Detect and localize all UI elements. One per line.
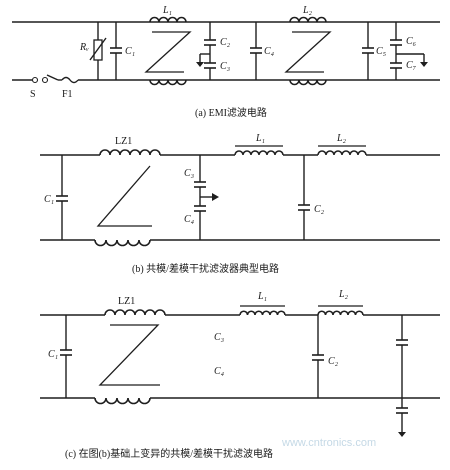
a-label-c2: C₂ — [220, 37, 231, 48]
b-caption: (b) 共模/差模干扰滤波器典型电路 — [132, 262, 279, 275]
a-ground-icon-2 — [420, 62, 428, 67]
a-varistor-slash — [89, 37, 107, 61]
a-label-c7: C₇ — [406, 60, 417, 71]
a-label-c5: C₅ — [376, 46, 387, 57]
c-lz1-core — [98, 324, 160, 386]
a-l1-core — [144, 31, 192, 73]
c-lz1-bottom-winding — [94, 397, 151, 405]
c-label-l1: L₁ — [257, 291, 267, 302]
b-label-c4: C₄ — [184, 214, 195, 225]
a-label-l1: L₁ — [162, 5, 172, 16]
a-label-rv: Rᵥ — [79, 42, 89, 53]
c-label-c1: C₁ — [48, 349, 58, 360]
a-switch-blade — [46, 74, 59, 81]
b-lz1-top-winding — [99, 149, 161, 156]
b-l2-winding — [317, 150, 367, 156]
b-ground-arrow-icon — [212, 193, 219, 201]
c-label-c2: C₂ — [328, 356, 339, 367]
a-label-c6: C₆ — [406, 36, 417, 47]
b-label-c3: C₃ — [184, 168, 195, 179]
a-label-c3: C₃ — [220, 61, 231, 72]
panel-b-cm-dm-filter: LZ1 L₁ L₂ C₁ C₃ C₄ C₂ (b) 共模/差模干扰滤波器典型电路 — [40, 133, 440, 275]
panel-c-variant-filter: LZ1 L₁ L₂ C₁ C₃ C₄ C₂ (c) 在图(b)基础上变异的共模/… — [40, 289, 440, 460]
a-l1-bottom-winding — [149, 79, 187, 86]
b-label-l1: L₁ — [255, 133, 265, 144]
c-ground-icon — [398, 432, 406, 437]
b-label-lz1: LZ1 — [115, 136, 132, 147]
a-label-fuse: F1 — [62, 89, 73, 100]
b-l1-winding — [234, 150, 284, 156]
c-l2-winding — [317, 310, 364, 316]
panel-a-emi-filter: L₁ L₂ Rᵥ C₁ C₂ C₃ C₄ C₅ C₆ C₇ S F1 (a) E… — [12, 5, 440, 119]
b-lz1-bottom-winding — [94, 239, 151, 247]
a-fuse — [61, 76, 79, 84]
a-caption: (a) EMI滤波电路 — [195, 106, 267, 119]
a-l2-core — [284, 31, 332, 73]
c-lz1-top-winding — [104, 309, 166, 316]
a-switch-contact-1 — [31, 76, 39, 84]
c-l1-winding — [239, 310, 286, 316]
b-label-c2: C₂ — [314, 204, 325, 215]
a-ground-icon-1 — [196, 62, 204, 67]
a-label-c4: C₄ — [264, 46, 275, 57]
b-label-l2: L₂ — [336, 133, 347, 144]
c-label-l2: L₂ — [338, 289, 349, 300]
a-l1-top-winding — [149, 16, 187, 23]
c-label-lz1: LZ1 — [118, 296, 135, 307]
a-label-switch: S — [30, 89, 36, 100]
a-switch-contact-2 — [41, 76, 49, 84]
b-label-c1: C₁ — [44, 194, 54, 205]
c-label-c4: C₄ — [214, 366, 225, 377]
a-l2-bottom-winding — [289, 79, 327, 86]
a-label-l2: L₂ — [302, 5, 313, 16]
c-label-c3: C₃ — [214, 332, 225, 343]
c-caption: (c) 在图(b)基础上变异的共模/差模干扰滤波电路 — [65, 447, 273, 460]
watermark: www.cntronics.com — [281, 437, 376, 449]
a-label-c1: C₁ — [125, 46, 135, 57]
a-l2-top-winding — [289, 16, 327, 23]
b-lz1-core — [96, 165, 152, 227]
